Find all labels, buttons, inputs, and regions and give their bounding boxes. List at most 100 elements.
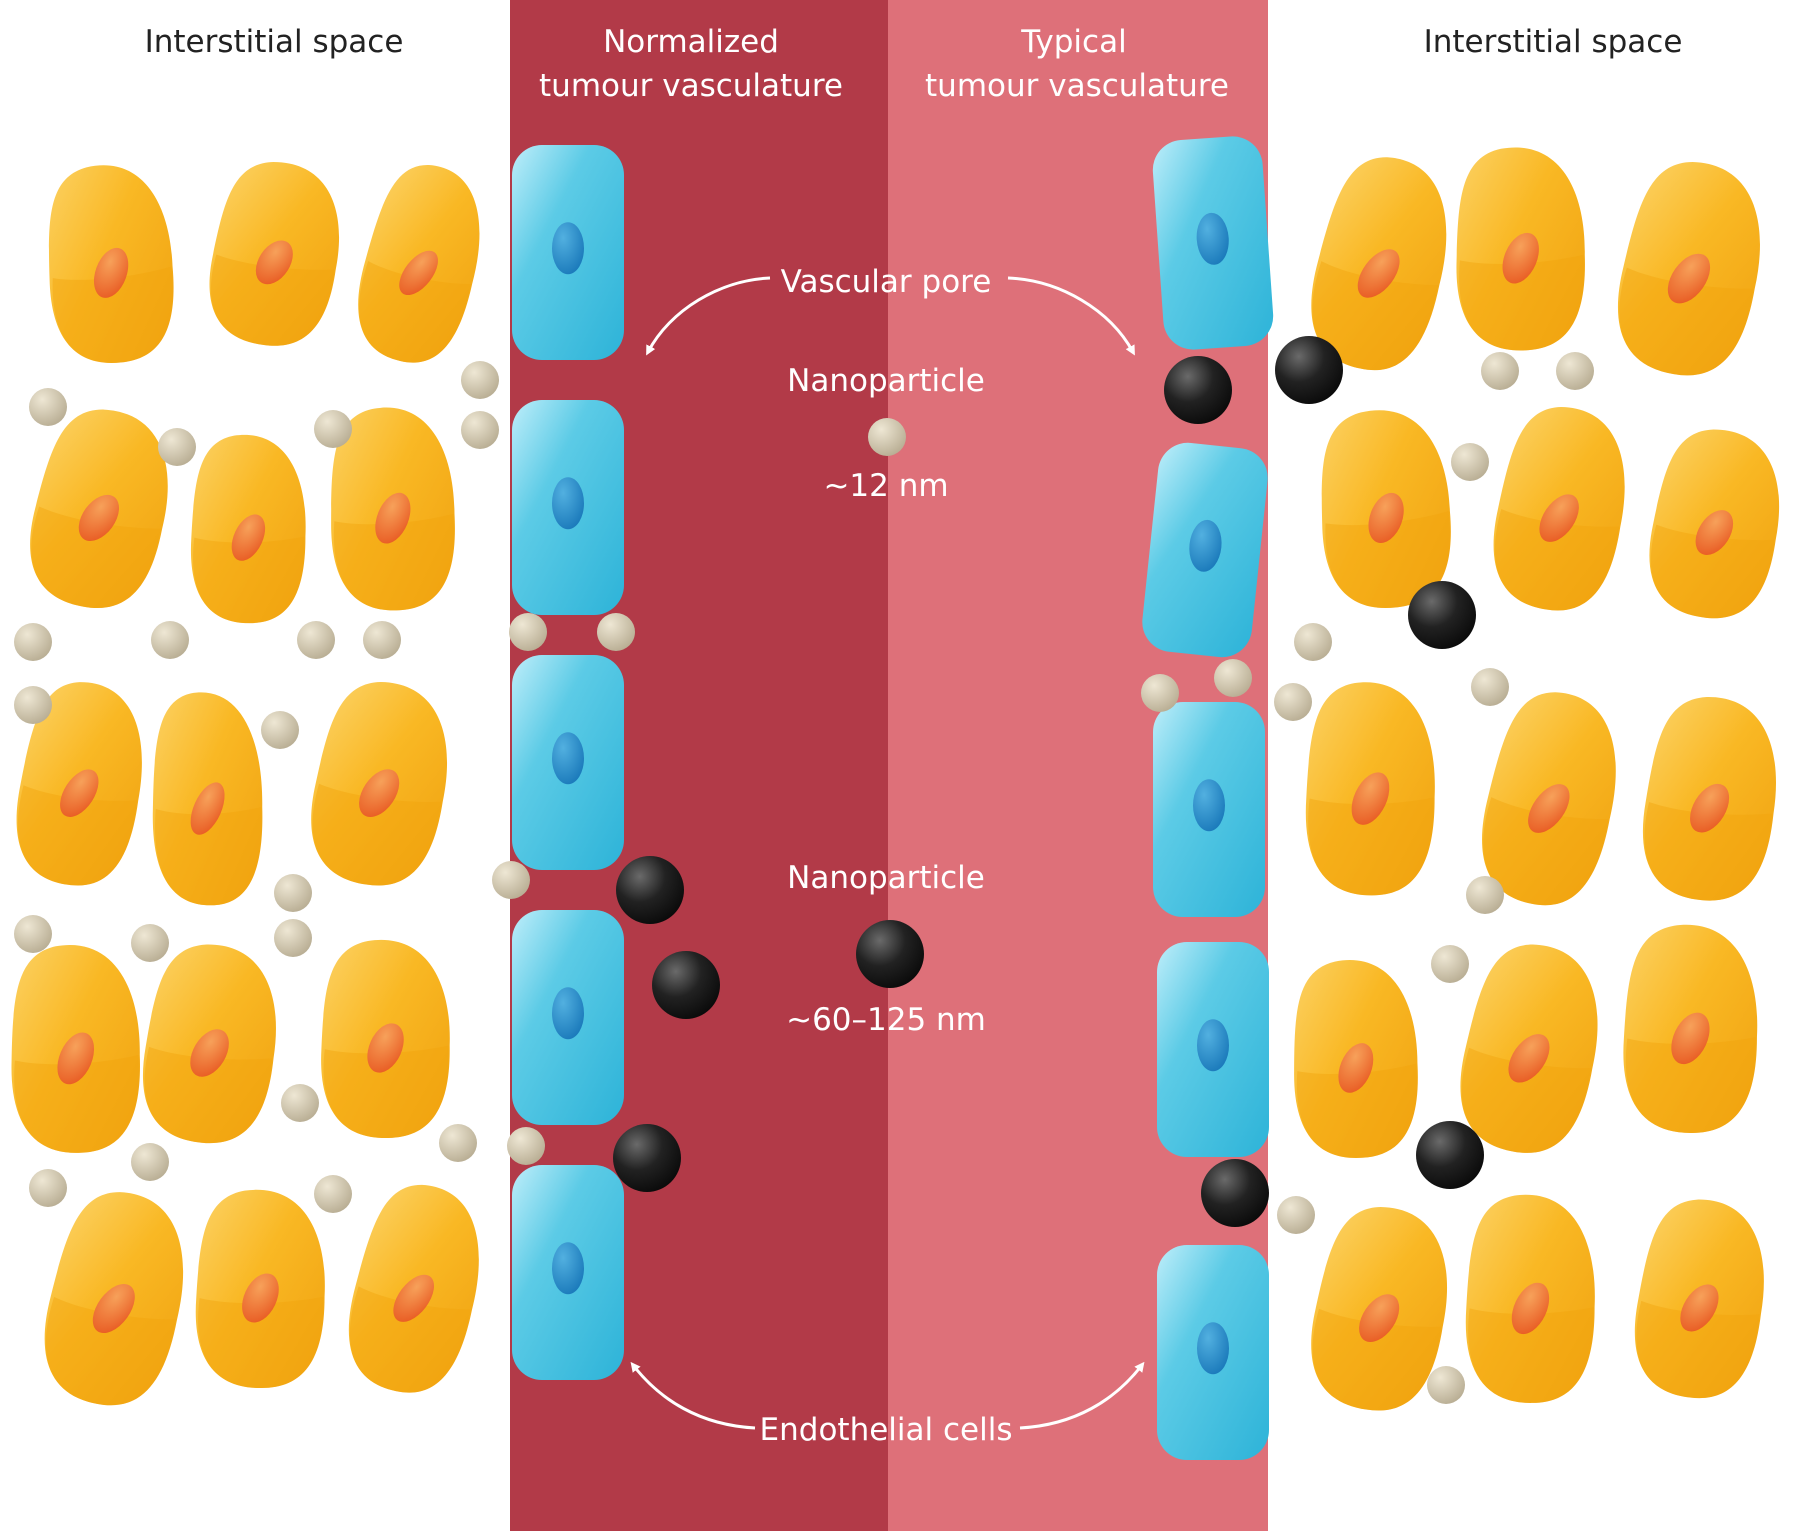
tumour-nucleus (399, 250, 438, 296)
small-nanoparticle (1214, 659, 1252, 697)
endothelial-cell (1157, 942, 1269, 1157)
tumour-cell (1456, 147, 1585, 351)
tumour-cell (348, 1184, 479, 1393)
tumour-cell (358, 165, 480, 363)
tumour-nucleus (190, 782, 225, 835)
small-nanoparticle (14, 915, 52, 953)
endothelial-cell (512, 1165, 624, 1380)
small-nanoparticle (14, 623, 52, 661)
endothelial-nucleus (1193, 779, 1225, 832)
normalized-title-line1: Normalized (603, 24, 779, 60)
endothelial-cells-arrow-right (1019, 1361, 1145, 1430)
tumour-nucleus (375, 492, 411, 544)
tumour-cell (195, 1189, 325, 1389)
endothelial-nucleus (552, 222, 584, 275)
nanoparticles (14, 336, 1594, 1404)
small-nanoparticle (1466, 876, 1504, 914)
small-nanoparticle (363, 621, 401, 659)
interstitial-space-right-label: Interstitial space (1424, 24, 1683, 60)
endothelial-cell (512, 655, 624, 870)
tumour-nucleus (60, 769, 99, 817)
tumour-cell (1617, 162, 1760, 376)
small-nanoparticle (1294, 623, 1332, 661)
typical-title-line2: tumour vasculature (925, 68, 1229, 104)
tumour-cell (190, 434, 306, 624)
tumour-cell (48, 165, 174, 363)
endothelial-cell (1157, 1245, 1269, 1460)
small-nanoparticle (1471, 668, 1509, 706)
normalized-title-line2: tumour vasculature (539, 68, 843, 104)
tumour-cell (1634, 1199, 1764, 1399)
small-nanoparticle (274, 919, 312, 957)
large-nanoparticle (616, 856, 684, 924)
endothelial-nucleus (1189, 519, 1222, 572)
tumour-nucleus (1671, 1012, 1710, 1065)
tumour-nucleus (1528, 784, 1570, 833)
endothelial-cells (512, 136, 1274, 1460)
endothelial-cell (512, 145, 624, 360)
large-nanoparticle (1408, 581, 1476, 649)
small-nanoparticle (314, 1175, 352, 1213)
endothelial-nucleus (552, 987, 584, 1040)
small-nanoparticle (1141, 674, 1179, 712)
tumour-cell (44, 1192, 184, 1406)
tumour-nucleus (367, 1023, 404, 1073)
tumour-cell (152, 692, 263, 906)
vascular-pore-label: Vascular pore (781, 264, 992, 300)
endothelial-cell (1142, 442, 1268, 658)
large-nanoparticle (652, 951, 720, 1019)
tumour-cells (11, 147, 1780, 1411)
endothelial-nucleus (1197, 1322, 1229, 1375)
small-nanoparticle (597, 613, 635, 651)
tumour-nucleus (93, 247, 129, 298)
interstitial-space-left-label: Interstitial space (145, 24, 404, 60)
tumour-nucleus (231, 514, 266, 561)
small-nanoparticle (1431, 945, 1469, 983)
small-nanoparticle (492, 861, 530, 899)
tumour-nucleus (242, 1273, 279, 1323)
tumour-nucleus (1338, 1043, 1374, 1093)
small-nanoparticle (1277, 1196, 1315, 1234)
small-nanoparticle (281, 1084, 319, 1122)
endothelial-cells-label: Endothelial cells (760, 1412, 1013, 1448)
endothelial-cell (512, 400, 624, 615)
tumour-cell (1623, 924, 1758, 1133)
endothelial-cell (512, 910, 624, 1125)
small-nanoparticle (461, 411, 499, 449)
nanoparticle-large-label: Nanoparticle (787, 860, 985, 896)
small-nanoparticle (314, 410, 352, 448)
endothelial-nucleus (552, 477, 584, 530)
small-nanoparticle (131, 924, 169, 962)
tumour-cell (30, 409, 168, 608)
small-nanoparticle (507, 1127, 545, 1165)
tumour-nucleus (1351, 772, 1390, 825)
small-nanoparticle (1481, 352, 1519, 390)
tumour-nucleus (393, 1274, 435, 1322)
tumour-cell (321, 939, 450, 1139)
small-nanoparticle (1274, 683, 1312, 721)
tumour-cell (1305, 682, 1435, 896)
large-nanoparticle (1416, 1121, 1484, 1189)
large-nanoparticle (1201, 1159, 1269, 1227)
vascular-pore-arrow-right (1007, 276, 1135, 356)
tumour-cell (1465, 1194, 1595, 1403)
tumour-cell (1649, 429, 1780, 619)
small-nanoparticle (158, 428, 196, 466)
tumour-cell (1460, 944, 1598, 1153)
small-nanoparticle (297, 621, 335, 659)
small-nanoparticle (461, 361, 499, 399)
tumour-cell (1311, 157, 1447, 371)
tumour-nucleus (1508, 1034, 1550, 1083)
tumour-nucleus (255, 240, 293, 285)
endothelial-cell (1153, 702, 1265, 917)
size-small-label: ~12 nm (823, 468, 948, 504)
tumour-nucleus (359, 769, 400, 818)
small-nanoparticle (29, 388, 67, 426)
small-nanoparticle (131, 1143, 169, 1181)
small-nanoparticle (1451, 443, 1489, 481)
tumour-cell (11, 944, 140, 1153)
small-nanoparticle (439, 1124, 477, 1162)
vascular-pore-arrow-left (646, 276, 771, 356)
tumour-nucleus (1357, 249, 1400, 298)
